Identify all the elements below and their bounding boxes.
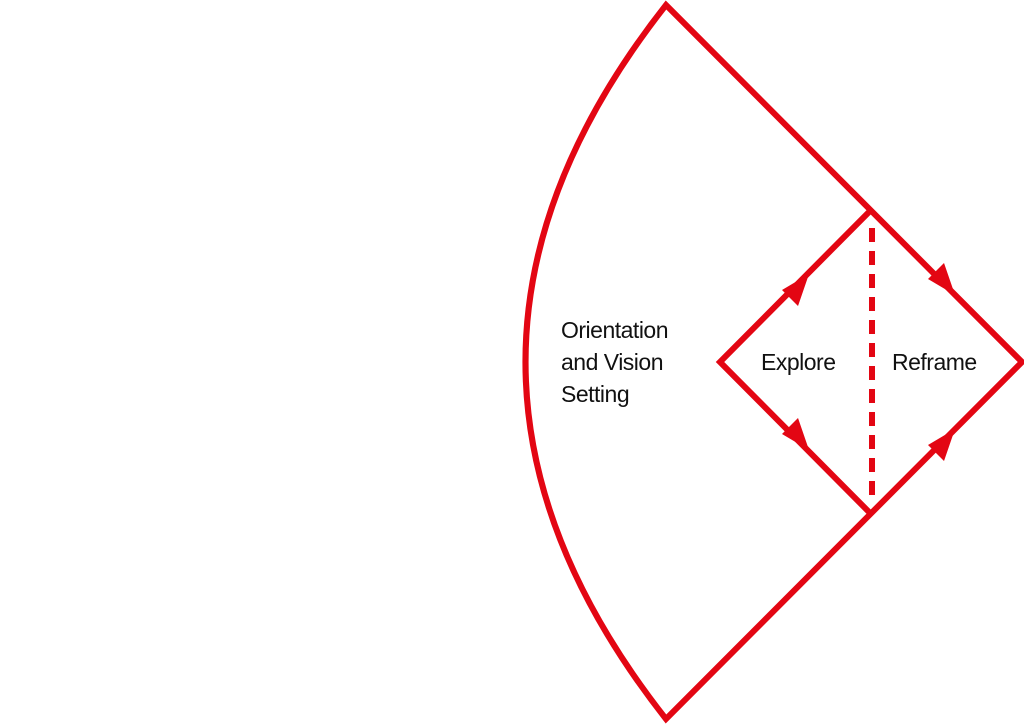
arrow-up-right-icon: [782, 274, 809, 306]
arrow-up-right-outer-icon: [928, 429, 955, 461]
orientation-label-line2: and Vision: [561, 349, 663, 375]
arrow-down-right-icon: [782, 418, 809, 450]
arrow-down-right-outer-icon: [928, 263, 955, 295]
orientation-label-line3: Setting: [561, 381, 629, 407]
explore-label: Explore: [761, 349, 835, 375]
explore-diamond-outline: [715, 209, 872, 515]
orientation-label-line1: Orientation: [561, 317, 668, 343]
reframe-label: Reframe: [892, 349, 977, 375]
outer-sector-shape: [522, 0, 1024, 724]
